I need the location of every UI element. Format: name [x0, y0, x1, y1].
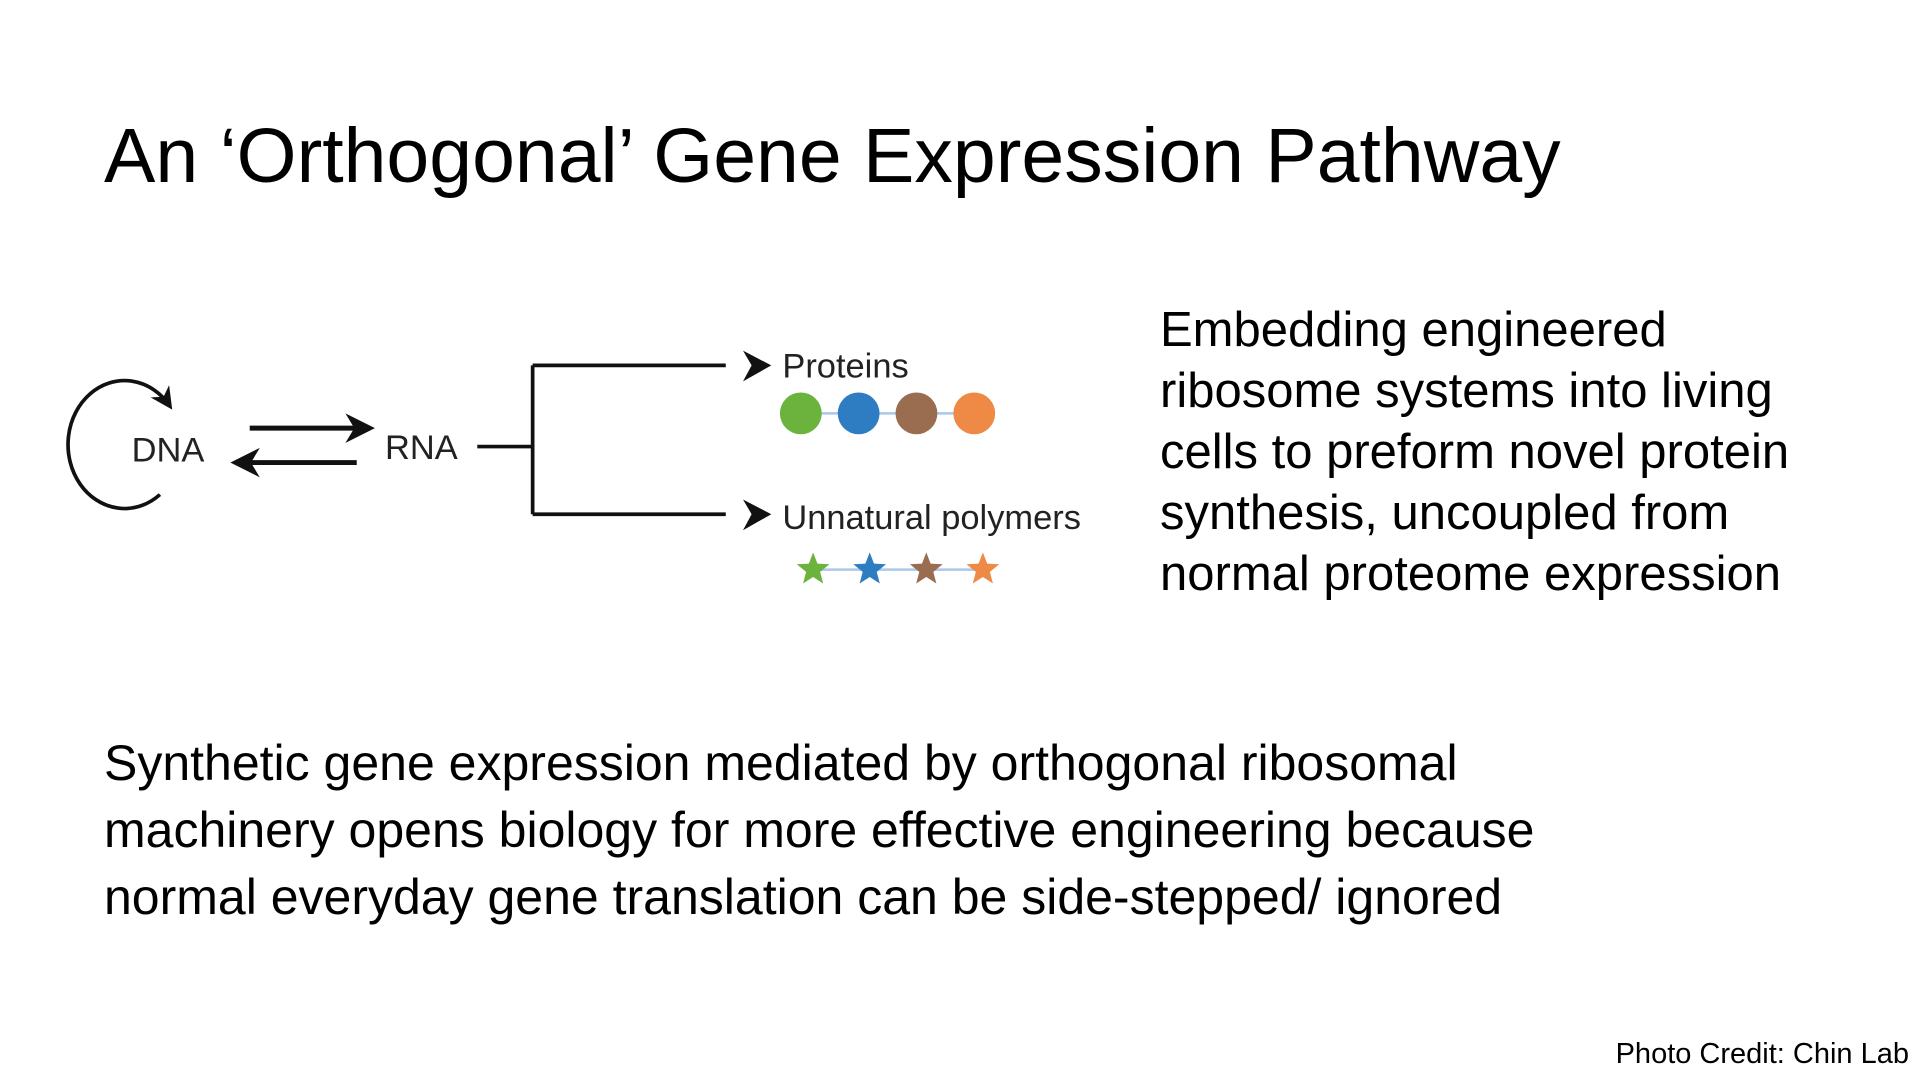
dna-label: DNA	[132, 431, 205, 469]
star-monomer-icon	[909, 552, 943, 584]
side-description: Embedding engineered ribosome systems in…	[1160, 300, 1789, 605]
slide-title: An ‘Orthogonal’ Gene Expression Pathway	[104, 113, 1561, 199]
replication-loop-arrow	[66, 378, 173, 511]
side-line: cells to preform novel protein	[1160, 425, 1790, 479]
star-monomer-icon	[853, 552, 887, 584]
proteins-arrowhead-icon	[742, 350, 772, 382]
proteins-label: Proteins	[782, 348, 908, 386]
side-line: Embedding engineered	[1160, 303, 1667, 357]
rna-label: RNA	[385, 429, 458, 467]
protein-bead	[953, 392, 996, 435]
protein-bead	[779, 392, 822, 435]
side-line: ribosome systems into living	[1160, 364, 1773, 418]
bottom-paragraph: Synthetic gene expression mediated by or…	[104, 730, 1535, 931]
photo-credit: Photo Credit: Chin Lab	[1615, 1038, 1909, 1070]
polymers-label: Unnatural polymers	[782, 499, 1081, 537]
bottom-line: normal everyday gene translation can be …	[104, 869, 1503, 925]
protein-bead	[895, 392, 938, 435]
bottom-line: machinery opens biology for more effecti…	[104, 802, 1535, 858]
bottom-line: Synthetic gene expression mediated by or…	[104, 735, 1458, 791]
polymers-arrowhead-icon	[742, 499, 772, 531]
side-line: synthesis, uncoupled from	[1160, 486, 1730, 540]
side-line: normal proteome expression	[1160, 547, 1781, 601]
star-monomer-icon	[966, 552, 1000, 584]
branch-lines	[477, 363, 726, 517]
protein-bead	[837, 392, 880, 435]
star-monomer-icon	[796, 552, 830, 584]
